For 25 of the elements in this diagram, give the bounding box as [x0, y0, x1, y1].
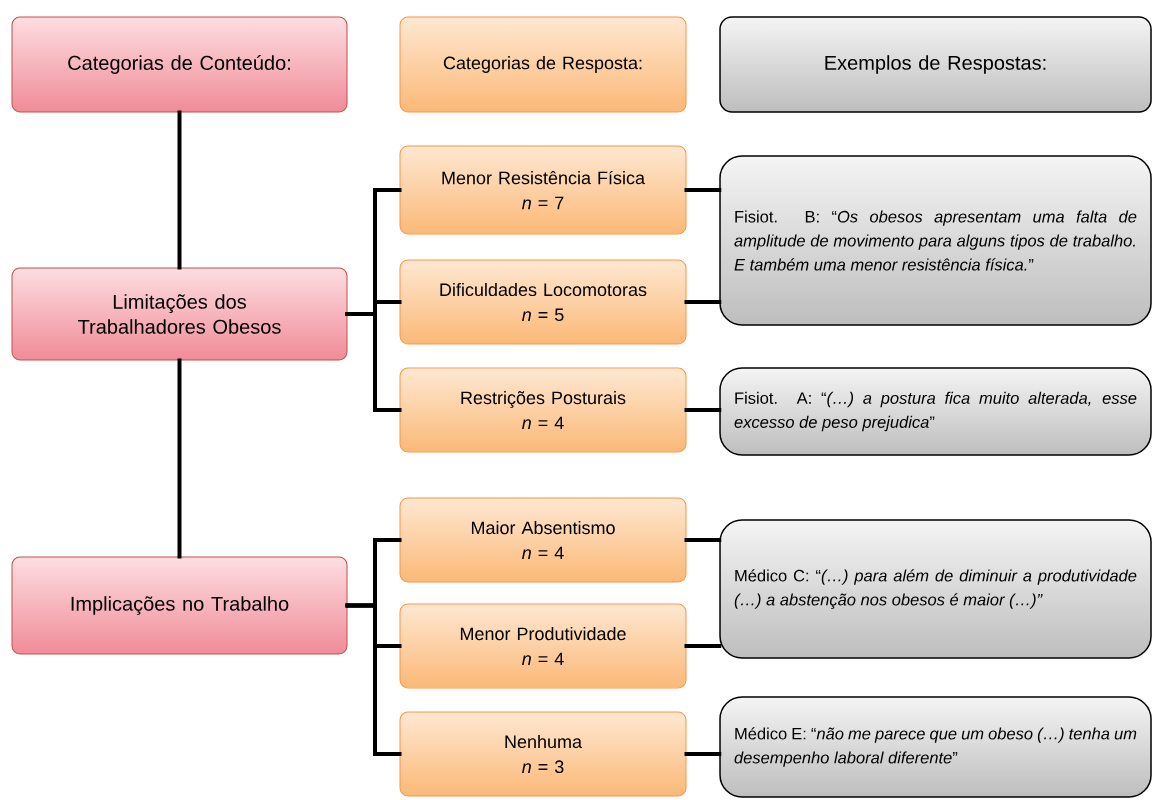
response-box: Maior Absentismo n = 4 [399, 497, 687, 583]
connector-line [177, 358, 182, 559]
quote-box: Médico E: “não me parece que um obeso (…) tenha um desempenho laboral diferente” [719, 696, 1152, 798]
category-box: Implicações no Trabalho [11, 556, 348, 655]
header-box: Exemplos de Respostas: [719, 16, 1152, 113]
quote-box: Médico C: “(…) para além de diminuir a produtividade (…) a abstenção nos obesos é maior (…)” [719, 519, 1152, 659]
response-box: Dificuldades Locomotoras n = 5 [399, 259, 687, 345]
quote-box: Fisiot. B: “Os obesos apresentam uma falta de amplitude de movimento para alguns tipos de trabalho. E também uma menor resistência física.” [719, 155, 1152, 326]
quote-box: Fisiot. A: “(…) a postura fica muito alterada, esse excesso de peso prejudica” [719, 367, 1152, 456]
response-box: Restrições Posturais n = 4 [399, 367, 687, 453]
connector-line [684, 644, 722, 648]
connector-line [345, 312, 402, 412]
response-box: Menor Produtividade n = 4 [399, 603, 687, 689]
category-box: Categorias de Conteúdo: [11, 16, 348, 113]
connector-line [684, 300, 722, 304]
connector-line [684, 188, 722, 192]
connector-line [345, 603, 402, 756]
response-box: Nenhuma n = 3 [399, 711, 687, 797]
connector-line [684, 752, 722, 756]
category-box: Limitações dos Trabalhadores Obesos [11, 267, 348, 361]
response-box: Menor Resistência Física n = 7 [399, 145, 687, 235]
connector-line [684, 538, 722, 542]
connector-line [684, 408, 722, 412]
connector-line [177, 110, 182, 270]
response-box: Categorias de Resposta: [399, 16, 687, 113]
